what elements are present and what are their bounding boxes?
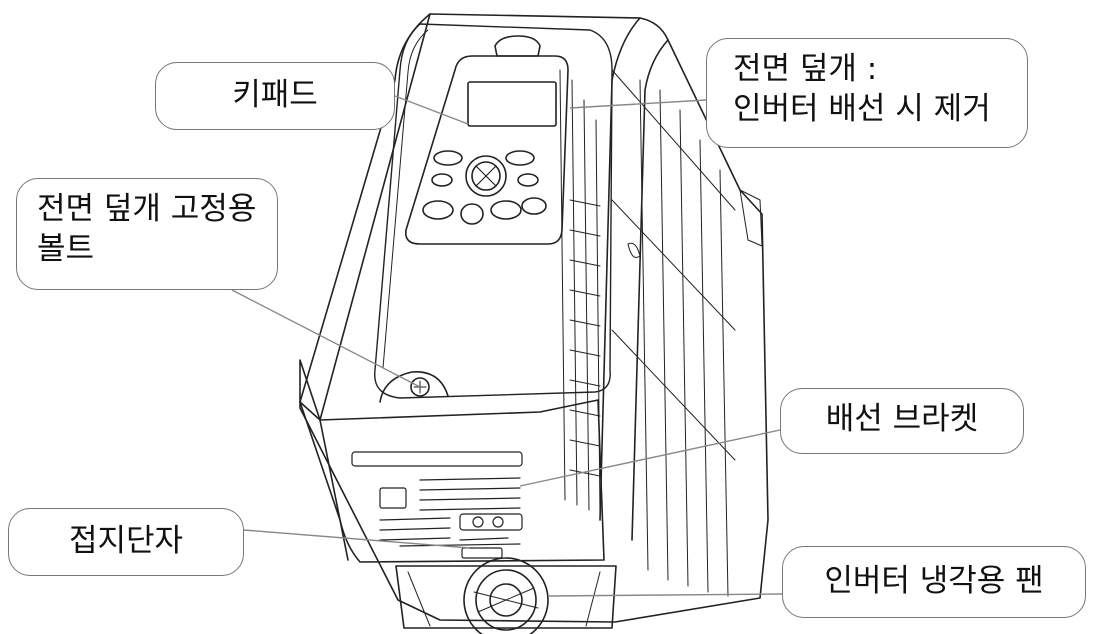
leader-ground	[243, 529, 471, 549]
inverter-body	[299, 13, 769, 623]
cooling-fan	[463, 557, 549, 634]
cover-bolt	[410, 377, 430, 397]
leader-front-cover	[569, 99, 707, 109]
leader-keypad	[394, 95, 469, 125]
leader-bolt	[231, 289, 421, 388]
heatsink-fins	[559, 69, 763, 597]
callout-keypad-label: 키패드	[232, 77, 318, 113]
callout-cooling-fan-label: 인버터 냉각용 팬	[824, 563, 1044, 599]
fan-housing	[395, 565, 617, 629]
cover-bolt-tab	[379, 371, 449, 403]
callout-ground-terminal: 접지단자	[8, 508, 244, 576]
front-panel	[374, 23, 613, 399]
callout-wiring-bracket: 배선 브라켓	[780, 388, 1024, 454]
callout-front-cover-line1: 전면 덮개 :	[733, 51, 878, 87]
callout-cover-bolt-line1: 전면 덮개 고정용	[37, 191, 257, 227]
callout-keypad: 키패드	[155, 62, 395, 130]
callout-ground-terminal-label: 접지단자	[68, 523, 184, 559]
leader-fan	[547, 593, 783, 597]
keypad-display	[467, 81, 557, 127]
leader-bracket	[519, 429, 781, 487]
callout-cover-bolt-line2: 볼트	[37, 231, 95, 267]
callout-front-cover: 전면 덮개 : 인버터 배선 시 제거	[706, 38, 1028, 148]
callout-cooling-fan: 인버터 냉각용 팬	[782, 546, 1086, 618]
keypad-housing	[404, 55, 569, 245]
callout-wiring-bracket-label: 배선 브라켓	[825, 401, 979, 437]
leader-lines	[231, 95, 783, 597]
callout-front-cover-line2: 인버터 배선 시 제거	[733, 91, 991, 127]
keypad-dial	[465, 155, 507, 197]
callout-cover-bolt: 전면 덮개 고정용 볼트	[16, 178, 278, 290]
